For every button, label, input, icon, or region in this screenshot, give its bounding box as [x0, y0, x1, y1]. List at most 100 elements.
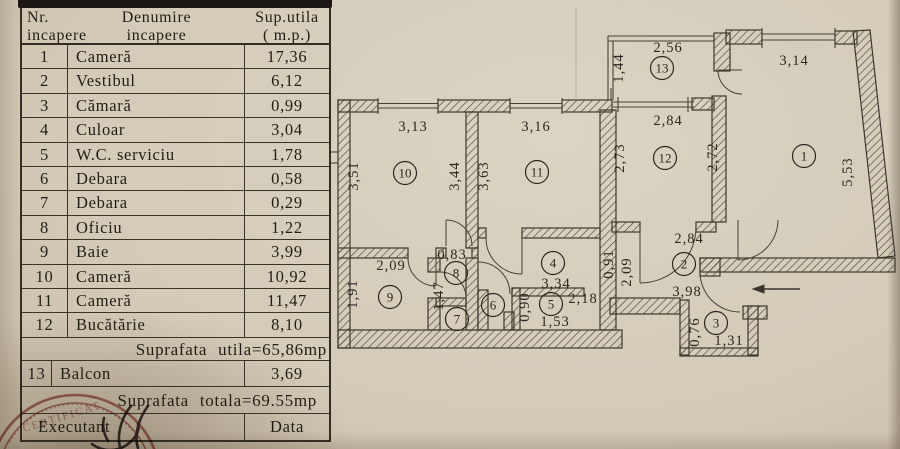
dimension-label: 1,31 — [714, 333, 743, 349]
row-name: Cămară — [68, 93, 245, 119]
room-area-table: Nr. incapere Denumire incapere Sup.utila… — [20, 8, 331, 442]
row-area: 3,04 — [271, 120, 303, 140]
row-nr: 5 — [22, 142, 68, 167]
executant-label: Executant — [22, 413, 245, 440]
svg-text:5: 5 — [548, 297, 555, 312]
scan-edge-bar — [18, 0, 332, 8]
row-nr: 8 — [22, 215, 68, 241]
room-number: 8 — [443, 260, 469, 286]
svg-text:6: 6 — [490, 298, 497, 313]
dimension-label: 3,63 — [476, 161, 492, 190]
row-nr: 3 — [22, 93, 68, 119]
header-suprafata: Sup.utila ( m.p.) — [245, 9, 329, 45]
row-nr: 2 — [22, 69, 68, 94]
room-number: 11 — [524, 159, 550, 185]
dimension-label: 3,44 — [447, 161, 463, 190]
row-name: Debara — [68, 191, 245, 216]
header-suprafata-line1: Sup.utila — [255, 9, 319, 26]
row-nr: 7 — [22, 191, 68, 216]
svg-text:10: 10 — [399, 166, 412, 181]
dimension-label: 2,84 — [674, 231, 703, 247]
row-area: 11,47 — [266, 290, 307, 310]
row-name: Cameră — [68, 264, 245, 289]
room-number: 9 — [377, 284, 403, 310]
footer-row: Executant Data — [22, 413, 329, 440]
svg-text:9: 9 — [387, 290, 394, 305]
svg-text:2: 2 — [681, 257, 688, 272]
row-name: Cameră — [68, 288, 245, 314]
row-area: 0,29 — [271, 193, 303, 213]
header-denumire-line2: incapere — [126, 27, 187, 44]
svg-text:4: 4 — [550, 256, 557, 271]
room-number: 7 — [444, 306, 470, 332]
room-number: 5 — [538, 291, 564, 317]
entrance-arrow — [751, 284, 800, 294]
row-name: Culoar — [68, 118, 245, 143]
room-number: 10 — [392, 160, 418, 186]
dimension-label: 3,13 — [398, 119, 427, 135]
dimension-label: 1,91 — [345, 279, 361, 308]
header-nr: Nr. incapere — [22, 9, 87, 45]
dimension-label: 2,84 — [653, 113, 682, 129]
walls-group — [337, 29, 896, 357]
balcony-row: 13 Balcon 3,69 — [22, 360, 329, 387]
header-nr-line2: incapere — [27, 27, 87, 44]
svg-text:13: 13 — [656, 61, 669, 76]
row-name: Cameră — [68, 45, 245, 70]
room-number: 2 — [671, 251, 697, 277]
dimension-label: 2,73 — [612, 143, 628, 172]
svg-text:11: 11 — [531, 165, 544, 180]
data-label: Data — [270, 416, 304, 436]
dimension-label: 2,09 — [619, 257, 635, 286]
row-area: 0,99 — [271, 95, 303, 115]
row-nr: 10 — [22, 264, 68, 289]
row-nr: 1 — [22, 45, 68, 70]
doors-group — [407, 69, 779, 313]
dimension-label: 0,90 — [517, 292, 533, 321]
total-row: Suprafata totala=69.55mp — [22, 387, 329, 414]
row-area: 8,10 — [271, 315, 303, 335]
header-nr-line1: Nr. — [27, 9, 50, 26]
row-nr: 6 — [22, 166, 68, 192]
row-area: 17,36 — [266, 47, 308, 66]
room-number: 12 — [652, 145, 678, 171]
row-area: 1,22 — [271, 217, 303, 237]
dimension-label: 2,72 — [705, 142, 721, 171]
dimension-label: 3,16 — [521, 119, 550, 135]
row-area: 10,92 — [266, 266, 308, 286]
dimension-label: 5,53 — [840, 157, 856, 186]
row-nr: 12 — [22, 313, 68, 338]
row-name: Bucătărie — [68, 313, 245, 338]
room-number: 6 — [480, 292, 506, 318]
row-area: 6,12 — [271, 71, 303, 91]
subtotal-row: Suprafata utila=65,86mp — [22, 338, 329, 361]
balcony-area: 3,69 — [271, 363, 303, 383]
room-number: 1 — [791, 143, 817, 169]
svg-text:8: 8 — [453, 266, 460, 281]
svg-text:7: 7 — [454, 312, 461, 327]
row-area: 1,78 — [271, 144, 303, 164]
dimension-label: 2,56 — [653, 40, 682, 56]
row-name: Baie — [68, 240, 245, 265]
row-nr: 4 — [22, 118, 68, 143]
dimension-label: 1,53 — [540, 314, 569, 330]
balcony-name: Balcon — [52, 360, 245, 387]
dimension-label: 2,18 — [568, 291, 597, 307]
header-denumire: Denumire incapere — [68, 9, 245, 45]
dimension-label: 3,14 — [779, 53, 808, 69]
header-denumire-line1: Denumire — [121, 9, 192, 26]
dimension-label: 3,34 — [541, 276, 570, 292]
row-nr: 11 — [22, 288, 68, 314]
svg-text:1: 1 — [801, 149, 808, 164]
